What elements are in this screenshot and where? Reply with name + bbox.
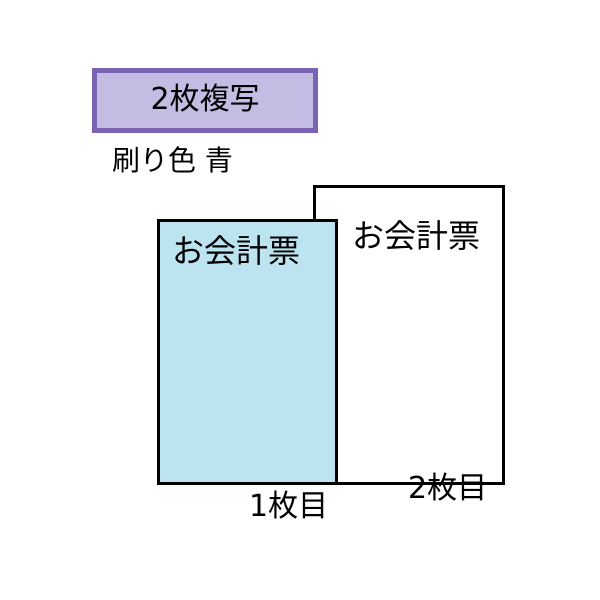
- copy-count-badge: 2枚複写: [92, 68, 318, 133]
- sheet-first: お会計票: [157, 219, 338, 485]
- sheet-second-caption: 2枚目: [408, 471, 488, 506]
- sheet-first-caption: 1枚目: [249, 489, 329, 524]
- sheet-first-title: お会計票: [172, 232, 301, 270]
- sheet-second-title: お会計票: [352, 217, 481, 255]
- print-color-caption: 刷り色 青: [112, 144, 233, 177]
- sheet-second: お会計票: [313, 185, 505, 485]
- copy-count-badge-label: 2枚複写: [150, 81, 260, 117]
